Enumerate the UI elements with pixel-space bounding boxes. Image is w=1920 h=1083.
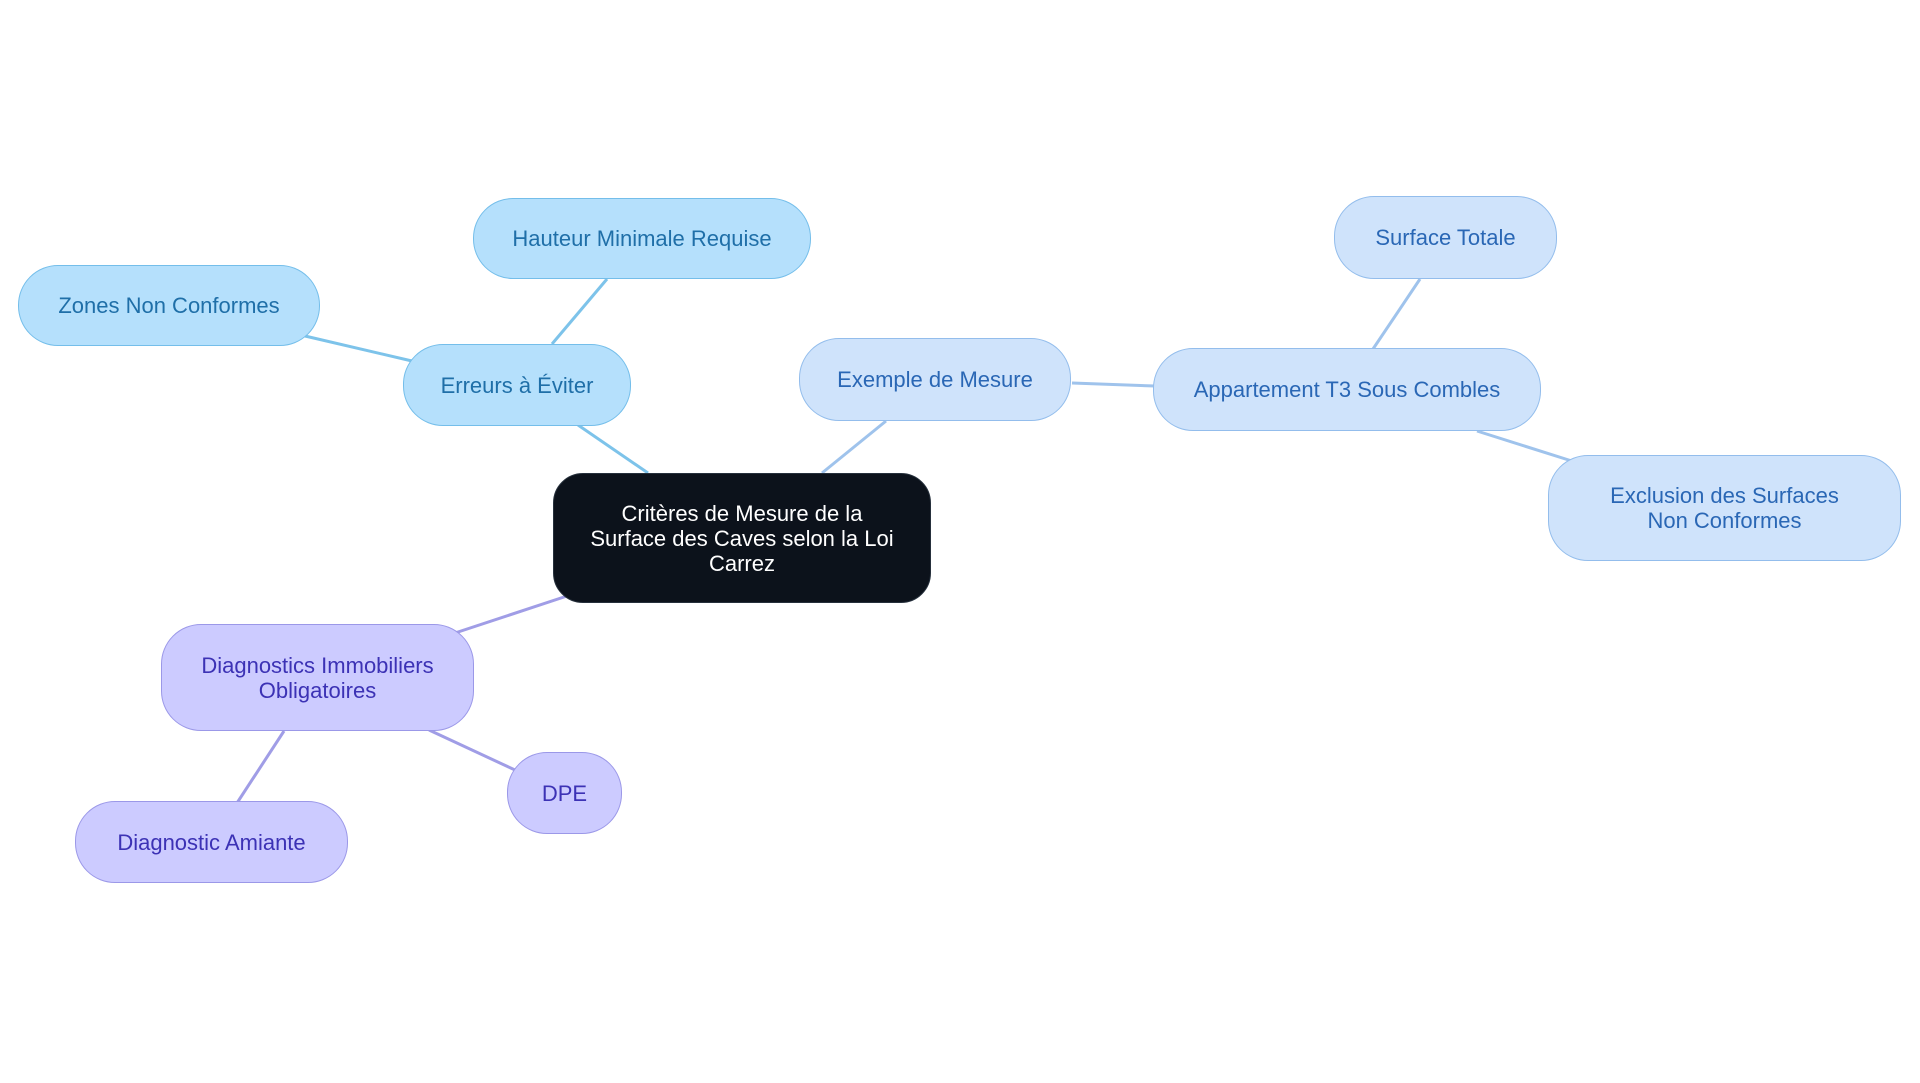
node-zones-non-conformes[interactable]: Zones Non Conformes (18, 265, 320, 346)
edge-erreurs-zones (304, 334, 413, 363)
edge-exemple-appartement (1071, 381, 1156, 388)
edge-erreurs-hauteur (550, 278, 609, 345)
edge-root-erreurs (577, 423, 649, 475)
node-exemple-de-mesure[interactable]: Exemple de Mesure (799, 338, 1071, 421)
root-node[interactable]: Critères de Mesure de la Surface des Cav… (553, 473, 931, 603)
edge-root-diagnostics (454, 594, 568, 635)
edge-root-exemple (821, 419, 887, 475)
edge-appartement-surface (1371, 278, 1422, 350)
node-diagnostics-immobiliers-obligatoires[interactable]: Diagnostics Immobiliers Obligatoires (161, 624, 474, 731)
edge-diagnostics-amiante (235, 730, 286, 804)
node-erreurs-a-eviter[interactable]: Erreurs à Éviter (403, 344, 631, 426)
node-surface-totale[interactable]: Surface Totale (1334, 196, 1557, 279)
node-hauteur-minimale-requise[interactable]: Hauteur Minimale Requise (473, 198, 811, 279)
node-dpe[interactable]: DPE (507, 752, 622, 834)
node-diagnostic-amiante[interactable]: Diagnostic Amiante (75, 801, 348, 883)
edge-diagnostics-dpe (428, 728, 516, 772)
node-appartement-t3-sous-combles[interactable]: Appartement T3 Sous Combles (1153, 348, 1541, 431)
node-exclusion-surfaces-non-conformes[interactable]: Exclusion des Surfaces Non Conformes (1548, 455, 1901, 561)
edge-appartement-exclusion (1476, 429, 1576, 464)
